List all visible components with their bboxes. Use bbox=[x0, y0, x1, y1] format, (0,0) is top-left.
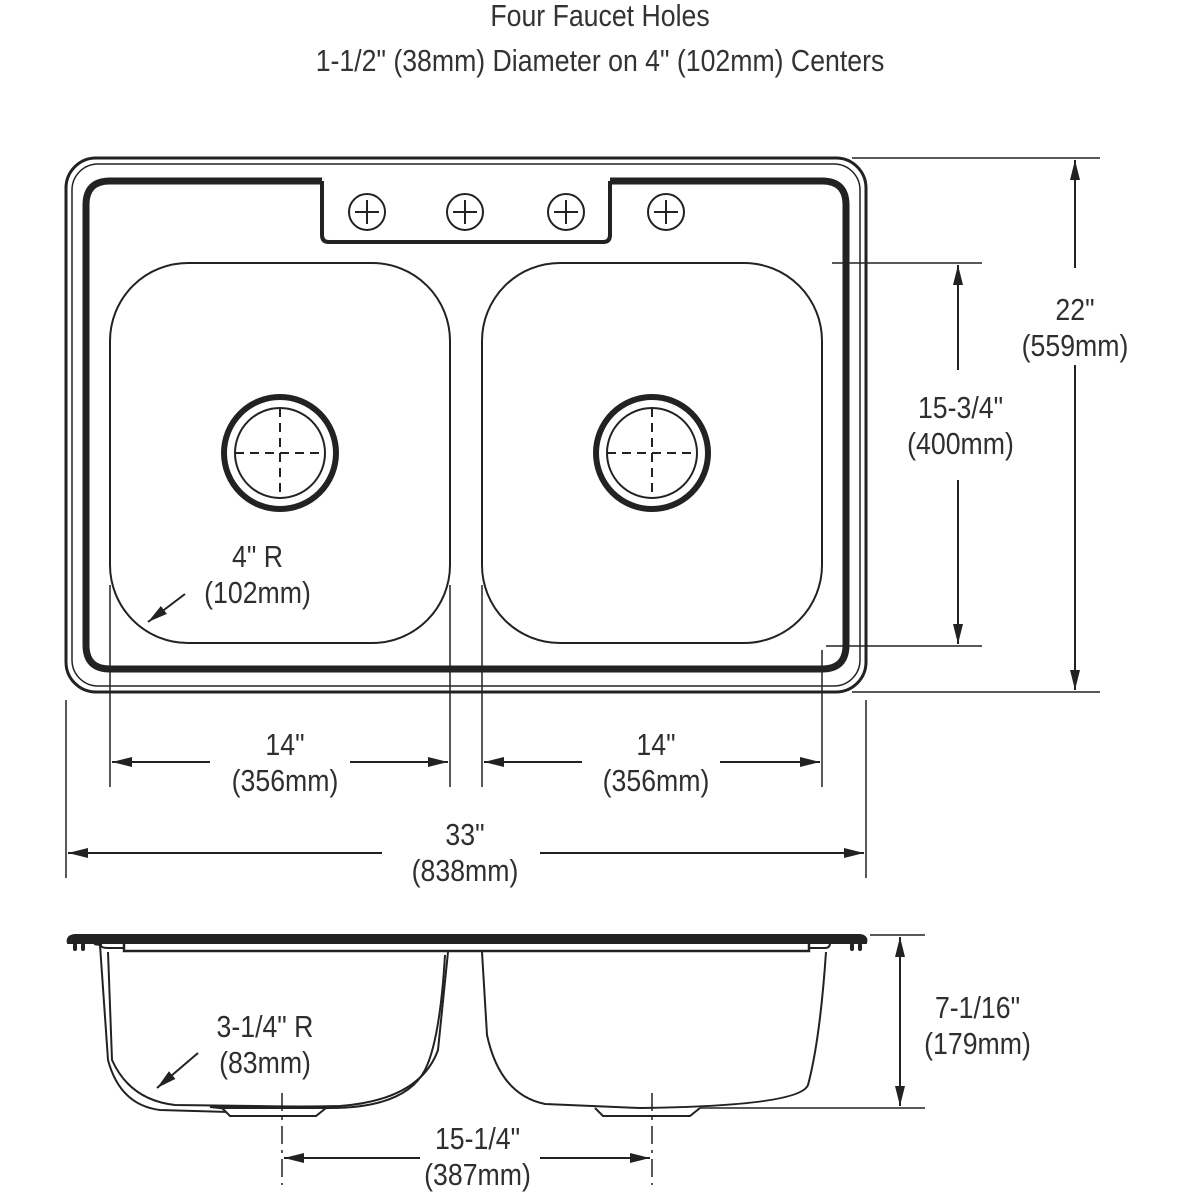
dim-imperial: 4" R bbox=[232, 539, 283, 574]
faucet-hole-icon bbox=[348, 193, 386, 231]
dim-metric: (400mm) bbox=[907, 425, 1014, 461]
dim-label-overall-depth: 22" (559mm) bbox=[1014, 292, 1136, 364]
dim-imperial: 14" bbox=[265, 727, 305, 762]
dim-metric: (356mm) bbox=[231, 762, 339, 798]
sink-deck-edge bbox=[82, 177, 850, 673]
left-bowl bbox=[109, 262, 451, 644]
top-view bbox=[64, 156, 1100, 878]
dim-imperial: 14" bbox=[636, 727, 676, 762]
faucet-hole-icon bbox=[647, 193, 685, 231]
dim-label-corner-radius: 4" R (102mm) bbox=[195, 539, 320, 610]
dim-label-bottom-radius: 3-1/4" R (83mm) bbox=[205, 1009, 325, 1080]
right-bowl bbox=[481, 262, 823, 644]
title-line-2: 1-1/2" (38mm) Diameter on 4" (102mm) Cen… bbox=[315, 43, 885, 78]
title-line-1: Four Faucet Holes bbox=[490, 0, 710, 33]
dim-metric: (387mm) bbox=[424, 1156, 531, 1192]
dim-label-right-bowl-width: 14" (356mm) bbox=[596, 727, 716, 798]
dim-label-bowl-depth: 7-1/16" (179mm) bbox=[915, 990, 1040, 1061]
dim-metric: (838mm) bbox=[411, 852, 519, 888]
faucet-deck bbox=[320, 181, 612, 244]
side-view bbox=[66, 934, 925, 1185]
dim-metric: (179mm) bbox=[924, 1025, 1031, 1061]
dim-label-bowl-length: 15-3/4" (400mm) bbox=[898, 390, 1023, 462]
dim-imperial: 3-1/4" R bbox=[216, 1009, 314, 1044]
dim-metric: (102mm) bbox=[204, 574, 311, 610]
dim-imperial: 22" bbox=[1055, 292, 1095, 327]
right-drain-icon bbox=[593, 394, 711, 512]
dim-imperial: 7-1/16" bbox=[934, 990, 1021, 1025]
bottom-radius-leader bbox=[156, 1052, 199, 1089]
dim-label-drain-centers: 15-1/4" (387mm) bbox=[415, 1121, 540, 1192]
faucet-holes bbox=[348, 193, 685, 231]
dim-imperial: 33" bbox=[445, 817, 485, 852]
faucet-hole-icon bbox=[446, 193, 484, 231]
side-left-bowl bbox=[93, 943, 446, 1114]
left-drain-icon bbox=[221, 394, 339, 512]
dim-metric: (356mm) bbox=[602, 762, 710, 798]
dim-imperial: 15-1/4" bbox=[434, 1121, 521, 1156]
sink-outer-rim bbox=[64, 156, 868, 694]
dim-metric: (83mm) bbox=[219, 1044, 311, 1080]
dim-metric: (559mm) bbox=[1021, 327, 1129, 363]
faucet-hole-icon bbox=[547, 193, 585, 231]
dim-label-left-bowl-width: 14" (356mm) bbox=[225, 727, 345, 798]
side-right-bowl bbox=[481, 951, 827, 1110]
dim-imperial: 15-3/4" bbox=[917, 390, 1004, 425]
corner-radius-leader bbox=[147, 593, 186, 623]
dim-label-overall-width: 33" (838mm) bbox=[405, 817, 525, 888]
